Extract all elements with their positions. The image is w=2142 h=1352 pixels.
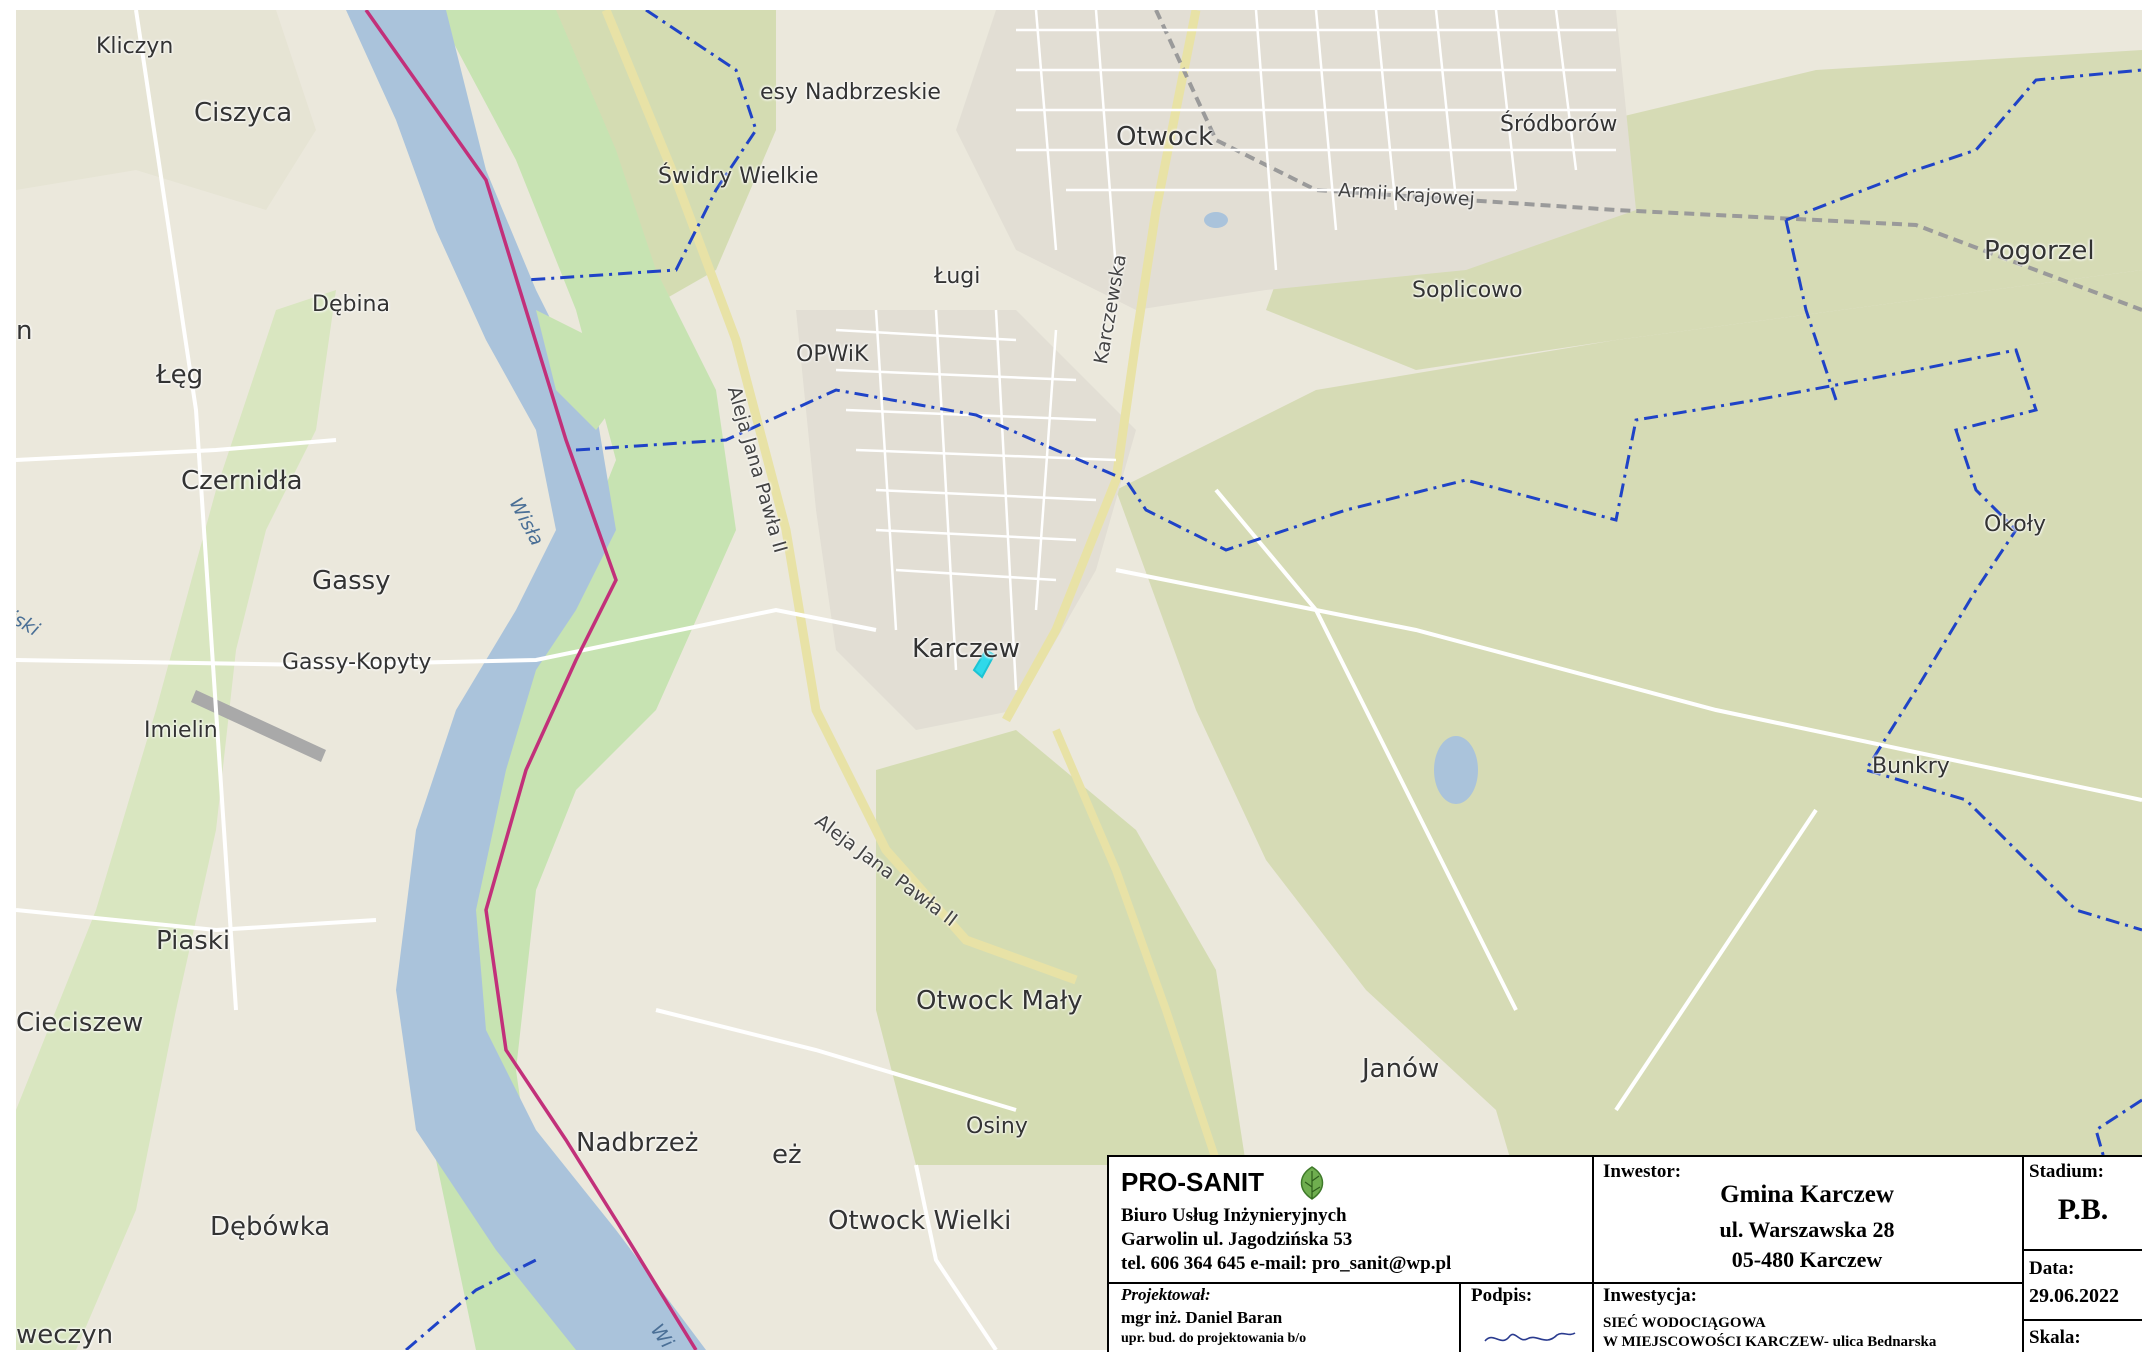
divider <box>1459 1282 1461 1352</box>
place-label-otwock: Otwock <box>1116 122 1214 152</box>
company-address: Garwolin ul. Jagodzińska 53 <box>1121 1229 1353 1250</box>
designer-name: mgr inż. Daniel Baran <box>1121 1308 1283 1327</box>
divider <box>2022 1249 2142 1251</box>
investor-name: Gmina Karczew <box>1720 1181 1894 1208</box>
signature-label: Podpis: <box>1471 1285 1533 1306</box>
signature-scribble <box>1484 1332 1576 1342</box>
place-label-gassy-kopyty: Gassy-Kopyty <box>282 650 432 675</box>
place-label-karczew: Karczew <box>912 634 1020 664</box>
investor-label: Inwestor: <box>1603 1161 1682 1182</box>
place-label-debowka: Dębówka <box>210 1212 331 1242</box>
place-label-ez: eż <box>772 1140 802 1170</box>
designer-label: Projektował: <box>1121 1285 1211 1304</box>
place-label-srodborow: Śródborów <box>1500 112 1618 137</box>
date-value: 29.06.2022 <box>2029 1285 2119 1307</box>
place-label-opwik: OPWiK <box>796 342 869 367</box>
place-label-czernidla: Czernidła <box>181 466 303 496</box>
stage-label: Stadium: <box>2029 1161 2104 1182</box>
investment-label: Inwestycja: <box>1603 1285 1697 1306</box>
stage-value: P.B. <box>2057 1193 2109 1226</box>
divider <box>1592 1157 1594 1352</box>
place-label-ciszyca: Ciszyca <box>194 98 293 128</box>
place-label-lesy-nadbrzeskie: esy Nadbrzeskie <box>760 80 941 105</box>
leaf-logo-icon <box>1300 1166 1324 1200</box>
map-background <box>16 10 2142 1350</box>
place-label-lugi: Ługi <box>934 264 981 289</box>
designer-permission: upr. bud. do projektowania b/o <box>1121 1331 1307 1346</box>
divider <box>2022 1157 2024 1352</box>
place-label-edge-n: n <box>16 316 33 346</box>
divider <box>1109 1282 2022 1284</box>
date-label: Data: <box>2029 1258 2075 1279</box>
place-label-soplicowo: Soplicowo <box>1412 278 1523 303</box>
investor-city: 05-480 Karczew <box>1731 1247 1883 1272</box>
place-label-gassy: Gassy <box>312 566 391 596</box>
title-block: PRO-SANIT Biuro Usług Inżynieryjnych Gar… <box>1107 1155 2142 1352</box>
place-label-weczyn: weczyn <box>16 1320 114 1350</box>
place-label-okoly: Okoły <box>1984 512 2047 537</box>
place-label-pogorzel: Pogorzel <box>1984 236 2095 266</box>
place-label-leg: Łęg <box>156 360 204 390</box>
investment-line1: SIEĆ WODOCIĄGOWA <box>1603 1315 1766 1331</box>
place-label-bunkry: Bunkry <box>1872 754 1950 779</box>
place-label-imielin: Imielin <box>144 718 218 743</box>
divider <box>2022 1319 2142 1321</box>
map-canvas[interactable]: Kliczyn Ciszyca Dębina Łęg Czernidła Gas… <box>16 10 2142 1350</box>
place-label-otwock-wielki: Otwock Wielki <box>828 1206 1012 1236</box>
place-label-cieciszew: Cieciszew <box>16 1008 144 1038</box>
investment-line2: W MIEJSCOWOŚCI KARCZEW- ulica Bednarska <box>1603 1334 1937 1350</box>
scale-label: Skala: <box>2029 1327 2081 1348</box>
place-label-janow: Janów <box>1362 1054 1440 1084</box>
place-label-piaski: Piaski <box>156 926 231 956</box>
company-name: PRO-SANIT <box>1121 1167 1264 1197</box>
company-contact: tel. 606 364 645 e-mail: pro_sanit@wp.pl <box>1121 1253 1452 1274</box>
place-label-osiny: Osiny <box>966 1114 1028 1139</box>
place-label-swidry-wielkie: Świdry Wielkie <box>658 164 819 189</box>
investor-street: ul. Warszawska 28 <box>1719 1217 1895 1242</box>
place-label-otwock-maly: Otwock Mały <box>916 986 1083 1016</box>
place-label-kliczyn: Kliczyn <box>96 34 174 59</box>
company-subtitle: Biuro Usług Inżynieryjnych <box>1121 1205 1347 1226</box>
place-label-debina: Dębina <box>312 292 390 317</box>
place-label-nadbrzez: Nadbrzeż <box>576 1128 699 1158</box>
